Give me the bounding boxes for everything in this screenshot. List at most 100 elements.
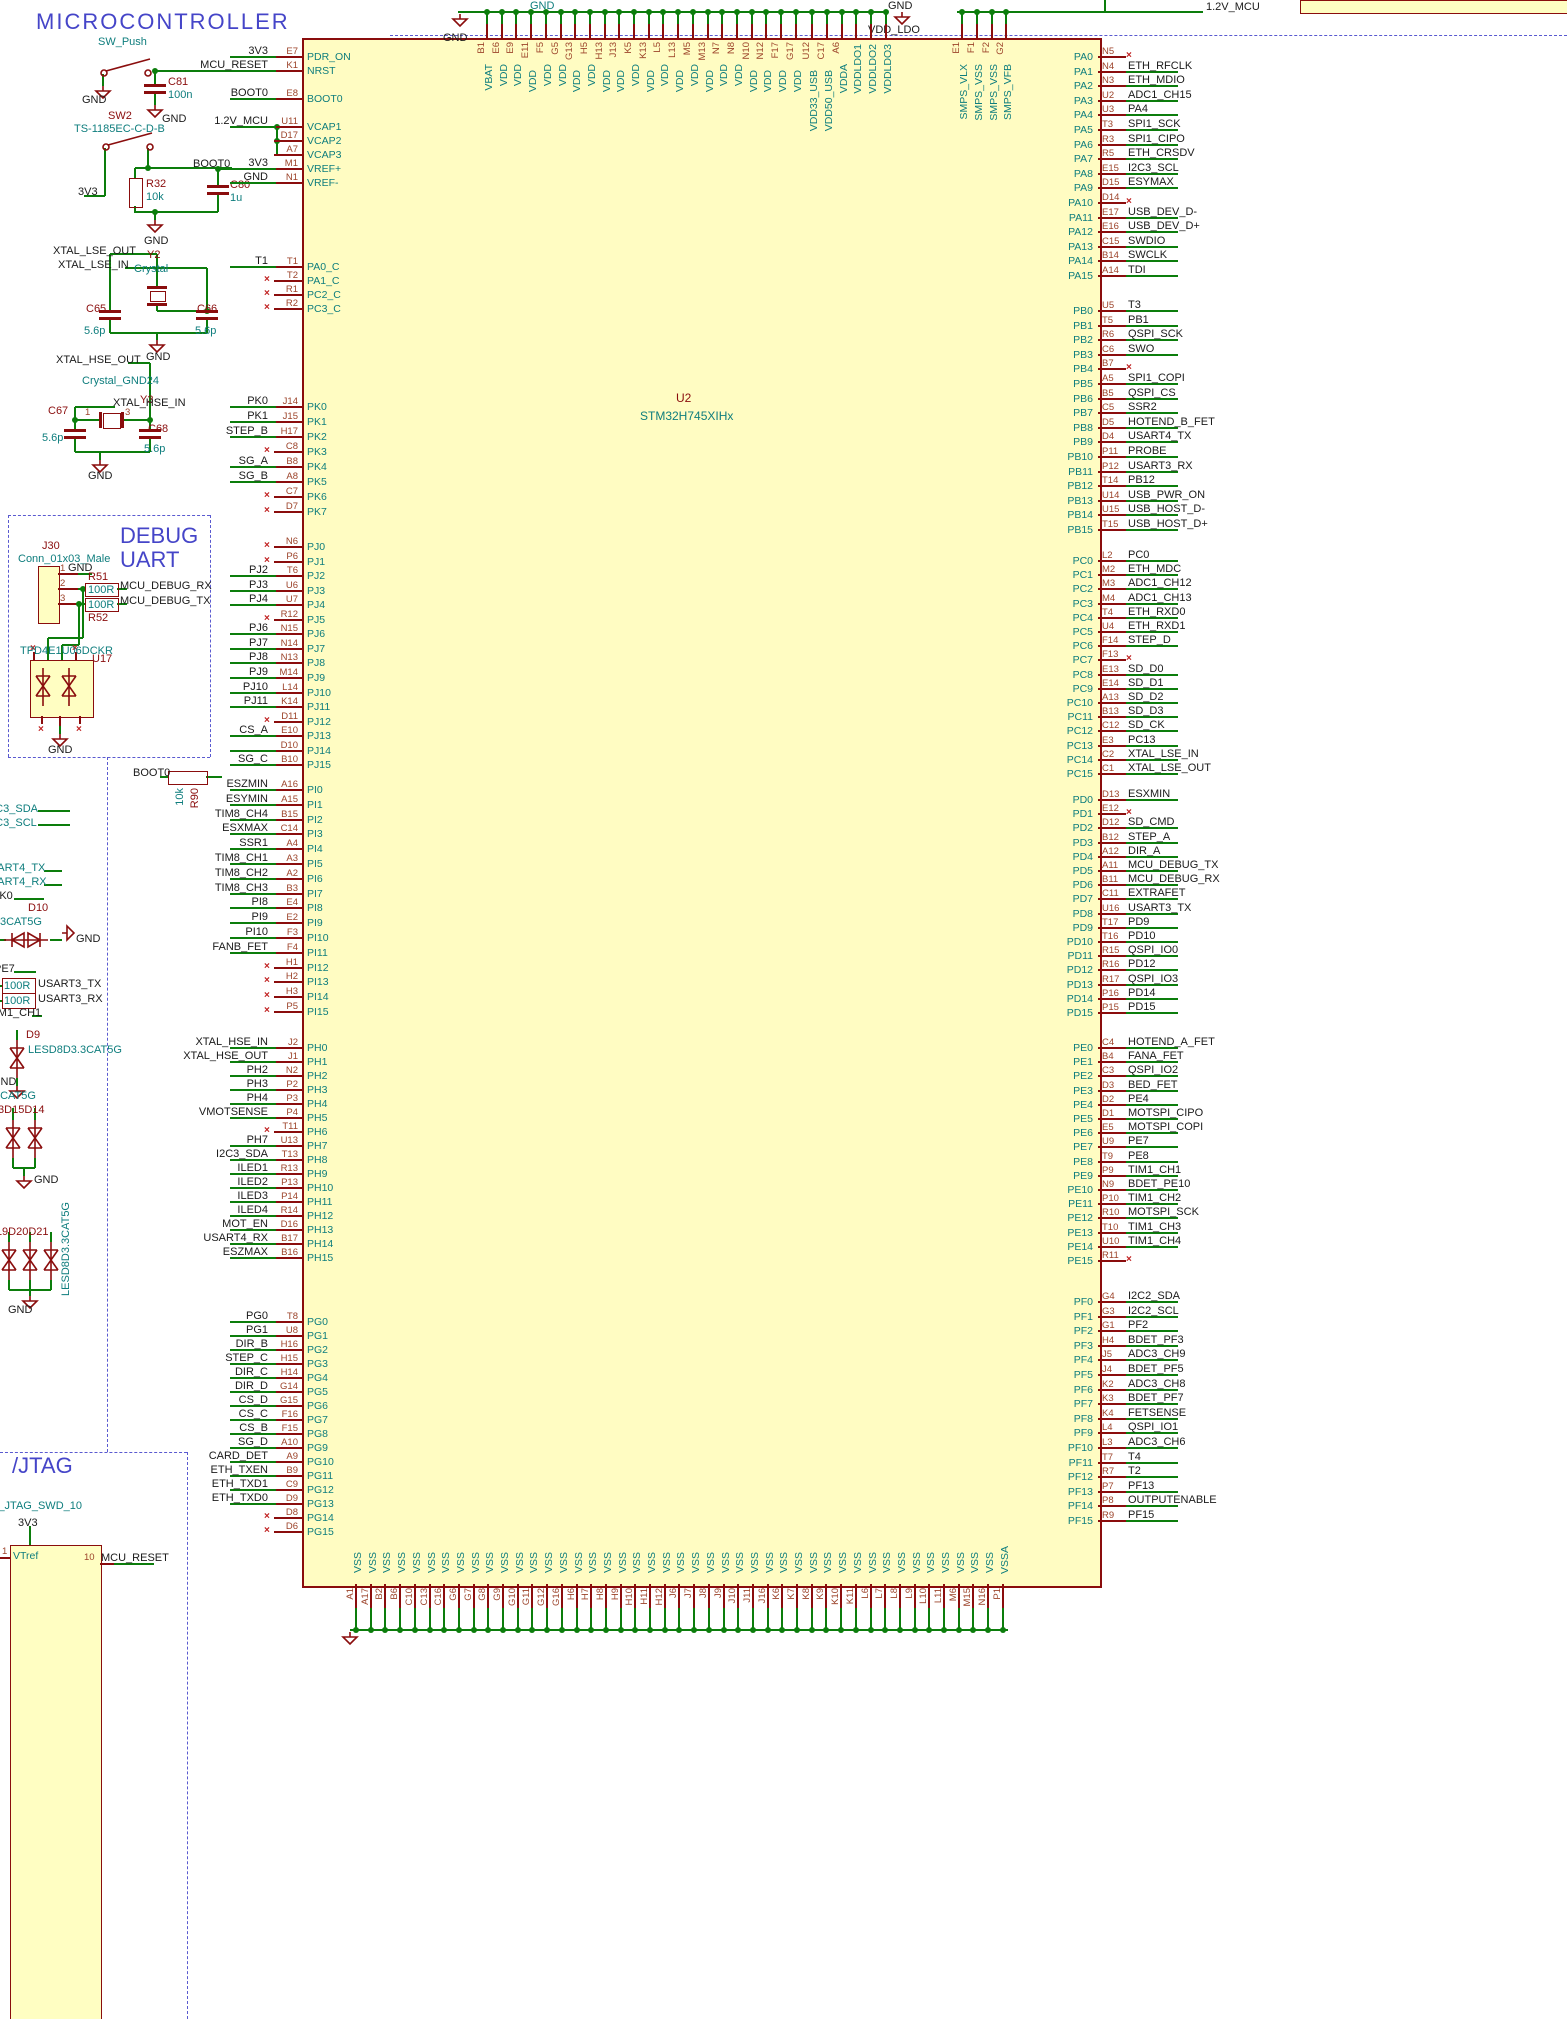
sheet-border — [8, 515, 210, 516]
jtag-connector-body — [10, 1545, 102, 2019]
mcu-pin-name: PJ6 — [307, 628, 326, 640]
mcu-pin-number: E7 — [286, 46, 298, 57]
mcu-pin-number: K2 — [1102, 1379, 1114, 1390]
wire — [1126, 260, 1178, 262]
mcu-pin-number: M14 — [279, 667, 298, 678]
mcu-pin-name: PK7 — [307, 506, 327, 518]
mcu-pin-name: VSS — [940, 1552, 952, 1574]
mcu-pin-number: C3 — [1102, 1065, 1115, 1076]
mcu-pin-name: VSS — [969, 1552, 981, 1574]
pin-stub — [1098, 1217, 1126, 1219]
pin-stub — [274, 140, 302, 142]
pin-stub — [662, 24, 664, 38]
net-label: SPI1_CIPO — [1128, 133, 1185, 145]
mcu-pin-number: C1 — [1102, 763, 1115, 774]
mcu-pin-number: A6 — [831, 42, 842, 54]
pin-stub — [274, 1061, 302, 1063]
pin-stub — [274, 1075, 302, 1077]
pin-stub — [1098, 1520, 1126, 1522]
wire — [1126, 603, 1178, 605]
mcu-pin-name: VSS — [455, 1552, 467, 1574]
mcu-pin-number: J14 — [282, 396, 298, 407]
wire — [972, 1608, 974, 1630]
wire — [1126, 730, 1178, 732]
pin-stub — [274, 1131, 302, 1133]
mcu-pin-name: PC3_C — [307, 303, 341, 315]
junction — [513, 9, 519, 15]
mcu-pin-name: PI0 — [307, 784, 323, 796]
mcu-pin-number: E4 — [286, 897, 298, 908]
wire — [620, 1608, 622, 1630]
pin-stub — [826, 24, 828, 38]
net-label: PE8 — [1128, 1150, 1149, 1162]
wire — [74, 407, 76, 420]
mcu-pin-number: B7 — [1102, 358, 1114, 369]
net-label: GND — [146, 351, 171, 363]
mcu-pin-number: C13 — [419, 1588, 430, 1606]
net-label: BDET_PF7 — [1128, 1392, 1184, 1404]
mcu-pin-name: PDR_ON — [307, 51, 351, 63]
pin-stub — [1098, 716, 1126, 718]
pin-stub — [75, 652, 77, 660]
mcu-pin-name: SMPS_VLX — [958, 64, 970, 120]
wire — [1126, 1345, 1178, 1347]
mcu-pin-name: VDD — [527, 70, 539, 93]
mcu-pin-name: PH6 — [307, 1126, 328, 1138]
mcu-pin-number: K13 — [638, 42, 649, 59]
mcu-pin-number: L10 — [918, 1588, 929, 1604]
wire — [1126, 1359, 1178, 1361]
net-label: USART3_RX — [38, 993, 103, 1005]
net-label: T2 — [1128, 1465, 1141, 1477]
wire — [230, 1257, 276, 1259]
mcu-pin-number: N12 — [755, 42, 766, 60]
junction — [956, 1627, 962, 1633]
wire — [230, 863, 276, 865]
net-label: GND — [68, 562, 93, 574]
no-connect-icon: × — [264, 961, 270, 972]
wire — [662, 12, 664, 24]
pin-stub — [274, 436, 302, 438]
wire — [230, 1145, 276, 1147]
pin-stub — [870, 1584, 872, 1608]
mcu-pin-name: PE11 — [1068, 1198, 1093, 1210]
gnd-symbol — [451, 14, 469, 28]
junction — [631, 9, 637, 15]
pin-stub — [943, 1584, 945, 1608]
junction — [543, 9, 549, 15]
pin-stub — [487, 1584, 489, 1608]
mcu-pin-name: PI1 — [307, 799, 323, 811]
wire — [604, 12, 606, 24]
mcu-pin-number: G8 — [477, 1588, 488, 1601]
wire — [32, 1015, 42, 1017]
pin-stub — [649, 1584, 651, 1608]
refdes-label: R52 — [88, 612, 109, 624]
capacitor-plate — [207, 185, 229, 188]
mcu-pin-name: PH13 — [307, 1224, 334, 1236]
pin-stub — [1098, 645, 1126, 647]
no-connect-icon: × — [264, 613, 270, 624]
pin-stub — [531, 1584, 533, 1608]
wire — [708, 1608, 710, 1630]
wire — [110, 332, 207, 334]
mcu-pin-name: PJ5 — [307, 614, 326, 626]
wire — [473, 1608, 475, 1630]
net-label: PD10 — [1128, 930, 1156, 942]
wire — [1126, 1217, 1178, 1219]
mcu-pin-number: D11 — [281, 711, 298, 722]
junction — [588, 1627, 594, 1633]
mcu-pin-name: PG12 — [307, 1484, 334, 1496]
wire — [230, 922, 276, 924]
section-title-debug-uart-line1: DEBUG — [120, 523, 199, 548]
mcu-pin-number: C15 — [1102, 236, 1120, 247]
wire — [1126, 325, 1178, 327]
pin-stub — [677, 24, 679, 38]
mcu-pin-number: A5 — [1102, 373, 1114, 384]
wire — [1126, 842, 1178, 844]
junction — [778, 9, 784, 15]
mcu-pin-name: PA10 — [1068, 197, 1093, 209]
net-label: GND — [88, 470, 113, 482]
pin-stub — [1098, 1175, 1126, 1177]
wire — [885, 12, 887, 24]
pin-stub — [1098, 471, 1126, 473]
